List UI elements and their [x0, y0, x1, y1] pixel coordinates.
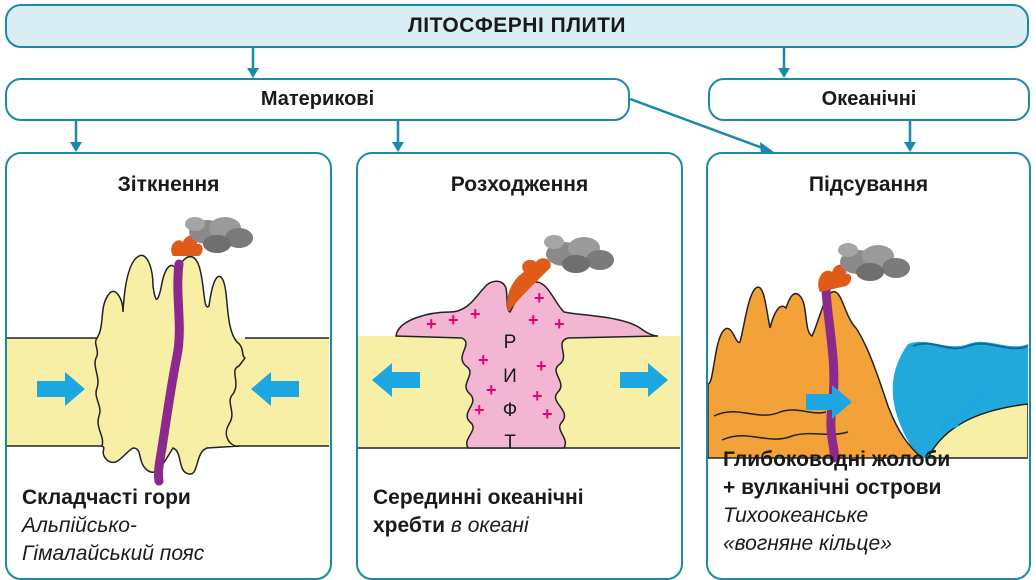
svg-text:+: +: [536, 356, 547, 376]
card-heading: Розходження: [358, 154, 681, 216]
folded-mountains: [95, 255, 245, 474]
svg-text:+: +: [474, 400, 485, 420]
volcano-smoke-icon: [171, 217, 253, 256]
svg-text:+: +: [528, 310, 539, 330]
category-continental: Материкові: [5, 78, 630, 121]
caption-collision: Складчасті гори Альпійсько- Гімалайський…: [22, 484, 322, 568]
rift-letter: Т: [504, 432, 516, 453]
svg-text:+: +: [426, 314, 437, 334]
svg-text:+: +: [532, 386, 543, 406]
svg-text:+: +: [534, 288, 545, 308]
svg-text:+: +: [470, 304, 481, 324]
divergence-illustration: +++ +++ ++ ++ ++ Р И Ф Т: [358, 216, 680, 486]
collision-illustration: [7, 216, 329, 486]
rift-letter: И: [503, 366, 517, 387]
svg-text:+: +: [486, 380, 497, 400]
card-heading: Зіткнення: [7, 154, 330, 216]
svg-text:+: +: [554, 314, 565, 334]
rift-letter: Ф: [503, 400, 517, 421]
svg-text:+: +: [448, 310, 459, 330]
category-oceanic: Океанічні: [708, 78, 1030, 121]
svg-text:+: +: [478, 350, 489, 370]
card-divergence: Розходження +++ +++ ++ ++ ++ Р И Ф Т: [356, 152, 683, 580]
svg-text:+: +: [542, 404, 553, 424]
diagram-title: ЛІТОСФЕРНІ ПЛИТИ: [5, 4, 1029, 48]
rift-letter: Р: [504, 332, 517, 353]
card-heading: Підсування: [708, 154, 1029, 216]
card-subduction: Підсування Глибоководні жолоби + вулкані…: [706, 152, 1031, 580]
card-collision: Зіткнення Складчасті гори Альпійсько- Гі…: [5, 152, 332, 580]
caption-subduction: Глибоководні жолоби + вулканічні острови…: [723, 446, 1021, 558]
caption-divergence: Серединні океанічні хребти в океані: [373, 484, 673, 540]
